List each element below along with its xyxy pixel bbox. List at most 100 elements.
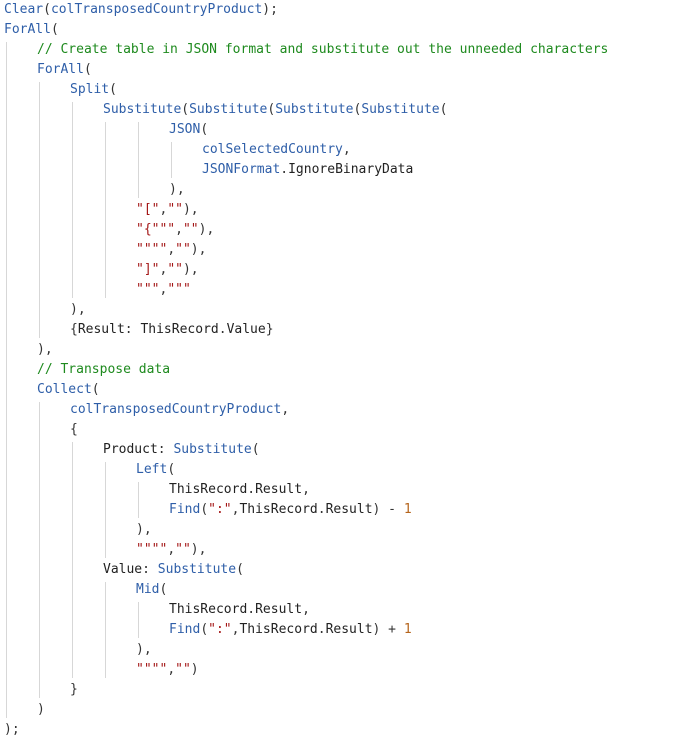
code-token: ( bbox=[439, 102, 448, 117]
code-token: ThisRecord bbox=[239, 622, 318, 637]
code-token: ( bbox=[91, 382, 100, 397]
code-line[interactable]: { bbox=[70, 420, 78, 440]
code-token: ( bbox=[159, 582, 168, 597]
code-token: colSelectedCountry bbox=[202, 142, 343, 157]
code-token: Collect bbox=[37, 382, 92, 397]
code-line[interactable]: """,""" bbox=[136, 280, 191, 300]
indent-guide bbox=[39, 82, 40, 338]
code-line[interactable]: Mid( bbox=[136, 580, 167, 600]
indent-guide bbox=[39, 402, 40, 698]
code-line[interactable]: Find(":",ThisRecord.Result) - 1 bbox=[169, 500, 412, 520]
code-line[interactable]: Value: Substitute( bbox=[103, 560, 244, 580]
code-token: 1 bbox=[403, 502, 412, 517]
code-line[interactable]: Clear(colTransposedCountryProduct); bbox=[4, 0, 278, 20]
code-token: Substitute bbox=[189, 102, 268, 117]
code-token: ( bbox=[83, 62, 92, 77]
code-line[interactable]: Substitute(Substitute(Substitute(Substit… bbox=[103, 100, 447, 120]
code-token: ), bbox=[190, 542, 207, 557]
code-line[interactable]: ), bbox=[136, 640, 152, 660]
code-token: """" bbox=[136, 662, 168, 677]
code-token: , bbox=[167, 662, 176, 677]
code-line[interactable]: } bbox=[70, 680, 78, 700]
code-token: . bbox=[317, 622, 326, 637]
code-token: ( bbox=[353, 102, 362, 117]
code-line[interactable]: ) bbox=[37, 700, 45, 720]
code-token: Result bbox=[77, 322, 125, 337]
code-line[interactable]: ), bbox=[169, 180, 185, 200]
code-line[interactable]: // Transpose data bbox=[37, 360, 170, 380]
code-token: Result bbox=[325, 622, 373, 637]
code-line[interactable]: ), bbox=[70, 300, 86, 320]
code-token: """" bbox=[136, 542, 168, 557]
code-line[interactable]: """","") bbox=[136, 660, 199, 680]
code-line[interactable]: "]",""), bbox=[136, 260, 199, 280]
code-token: Substitute bbox=[173, 442, 252, 457]
code-token: "" bbox=[175, 662, 191, 677]
code-token: ( bbox=[236, 562, 244, 577]
indent-guide bbox=[138, 482, 139, 518]
code-token: """ bbox=[136, 282, 160, 297]
code-token: : bbox=[124, 322, 141, 337]
code-token: "" bbox=[175, 242, 191, 257]
code-token: { bbox=[70, 322, 78, 337]
code-token: IgnoreBinaryData bbox=[288, 162, 414, 177]
code-line[interactable]: colTransposedCountryProduct, bbox=[70, 400, 289, 420]
indent-guide bbox=[105, 462, 106, 558]
code-line[interactable]: {Result: ThisRecord.Value} bbox=[70, 320, 274, 340]
code-token: Value bbox=[103, 562, 143, 577]
code-token: ) - bbox=[372, 502, 404, 517]
code-line[interactable]: ); bbox=[4, 720, 20, 740]
code-token: . bbox=[317, 502, 326, 517]
code-token: "" bbox=[182, 222, 199, 237]
code-token: ) bbox=[37, 702, 45, 717]
code-line[interactable]: ), bbox=[37, 340, 53, 360]
code-token: ":" bbox=[208, 502, 232, 517]
code-token: , bbox=[175, 222, 183, 237]
code-line[interactable]: Collect( bbox=[37, 380, 100, 400]
code-line[interactable]: "{""",""), bbox=[136, 220, 214, 240]
code-line[interactable]: """",""), bbox=[136, 540, 206, 560]
code-token: ( bbox=[200, 502, 209, 517]
code-token: ), bbox=[70, 302, 86, 317]
code-line[interactable]: Find(":",ThisRecord.Result) + 1 bbox=[169, 620, 412, 640]
code-token: { bbox=[70, 422, 78, 437]
indent-guide bbox=[72, 442, 73, 678]
code-token: ThisRecord bbox=[239, 502, 318, 517]
code-line[interactable]: ), bbox=[136, 520, 152, 540]
code-token: ) + bbox=[372, 622, 404, 637]
code-line[interactable]: Product: Substitute( bbox=[103, 440, 260, 460]
code-token: Substitute bbox=[361, 102, 440, 117]
code-line[interactable]: JSON( bbox=[169, 120, 208, 140]
code-token: ( bbox=[251, 442, 260, 457]
code-token: ForAll bbox=[37, 62, 84, 77]
code-line[interactable]: ThisRecord.Result, bbox=[169, 600, 310, 620]
code-token: ); bbox=[4, 722, 20, 737]
code-token: "[" bbox=[136, 202, 160, 217]
code-token: Find bbox=[169, 502, 201, 517]
code-token: ( bbox=[109, 82, 117, 97]
indent-guide bbox=[138, 122, 139, 198]
code-token: ); bbox=[262, 2, 278, 17]
code-token: "" bbox=[175, 542, 191, 557]
code-token: Clear bbox=[4, 2, 44, 17]
code-token: ), bbox=[190, 242, 207, 257]
code-line[interactable]: Left( bbox=[136, 460, 175, 480]
code-line[interactable]: JSONFormat.IgnoreBinaryData bbox=[202, 160, 413, 180]
code-line[interactable]: "[",""), bbox=[136, 200, 199, 220]
code-token: Left bbox=[136, 462, 168, 477]
code-token: ":" bbox=[208, 622, 232, 637]
code-line[interactable]: ForAll( bbox=[37, 60, 92, 80]
code-line[interactable]: colSelectedCountry, bbox=[202, 140, 351, 160]
code-token: Product bbox=[103, 442, 158, 457]
code-line[interactable]: """",""), bbox=[136, 240, 206, 260]
code-line[interactable]: // Create table in JSON format and subst… bbox=[37, 40, 608, 60]
code-line[interactable]: Split( bbox=[70, 80, 117, 100]
indent-guide bbox=[171, 142, 172, 178]
code-line[interactable]: ForAll( bbox=[4, 20, 59, 40]
code-token: ( bbox=[200, 622, 209, 637]
code-token: . bbox=[247, 482, 256, 497]
code-token: Result bbox=[255, 482, 303, 497]
code-token: ), bbox=[169, 182, 185, 197]
code-line[interactable]: ThisRecord.Result, bbox=[169, 480, 310, 500]
